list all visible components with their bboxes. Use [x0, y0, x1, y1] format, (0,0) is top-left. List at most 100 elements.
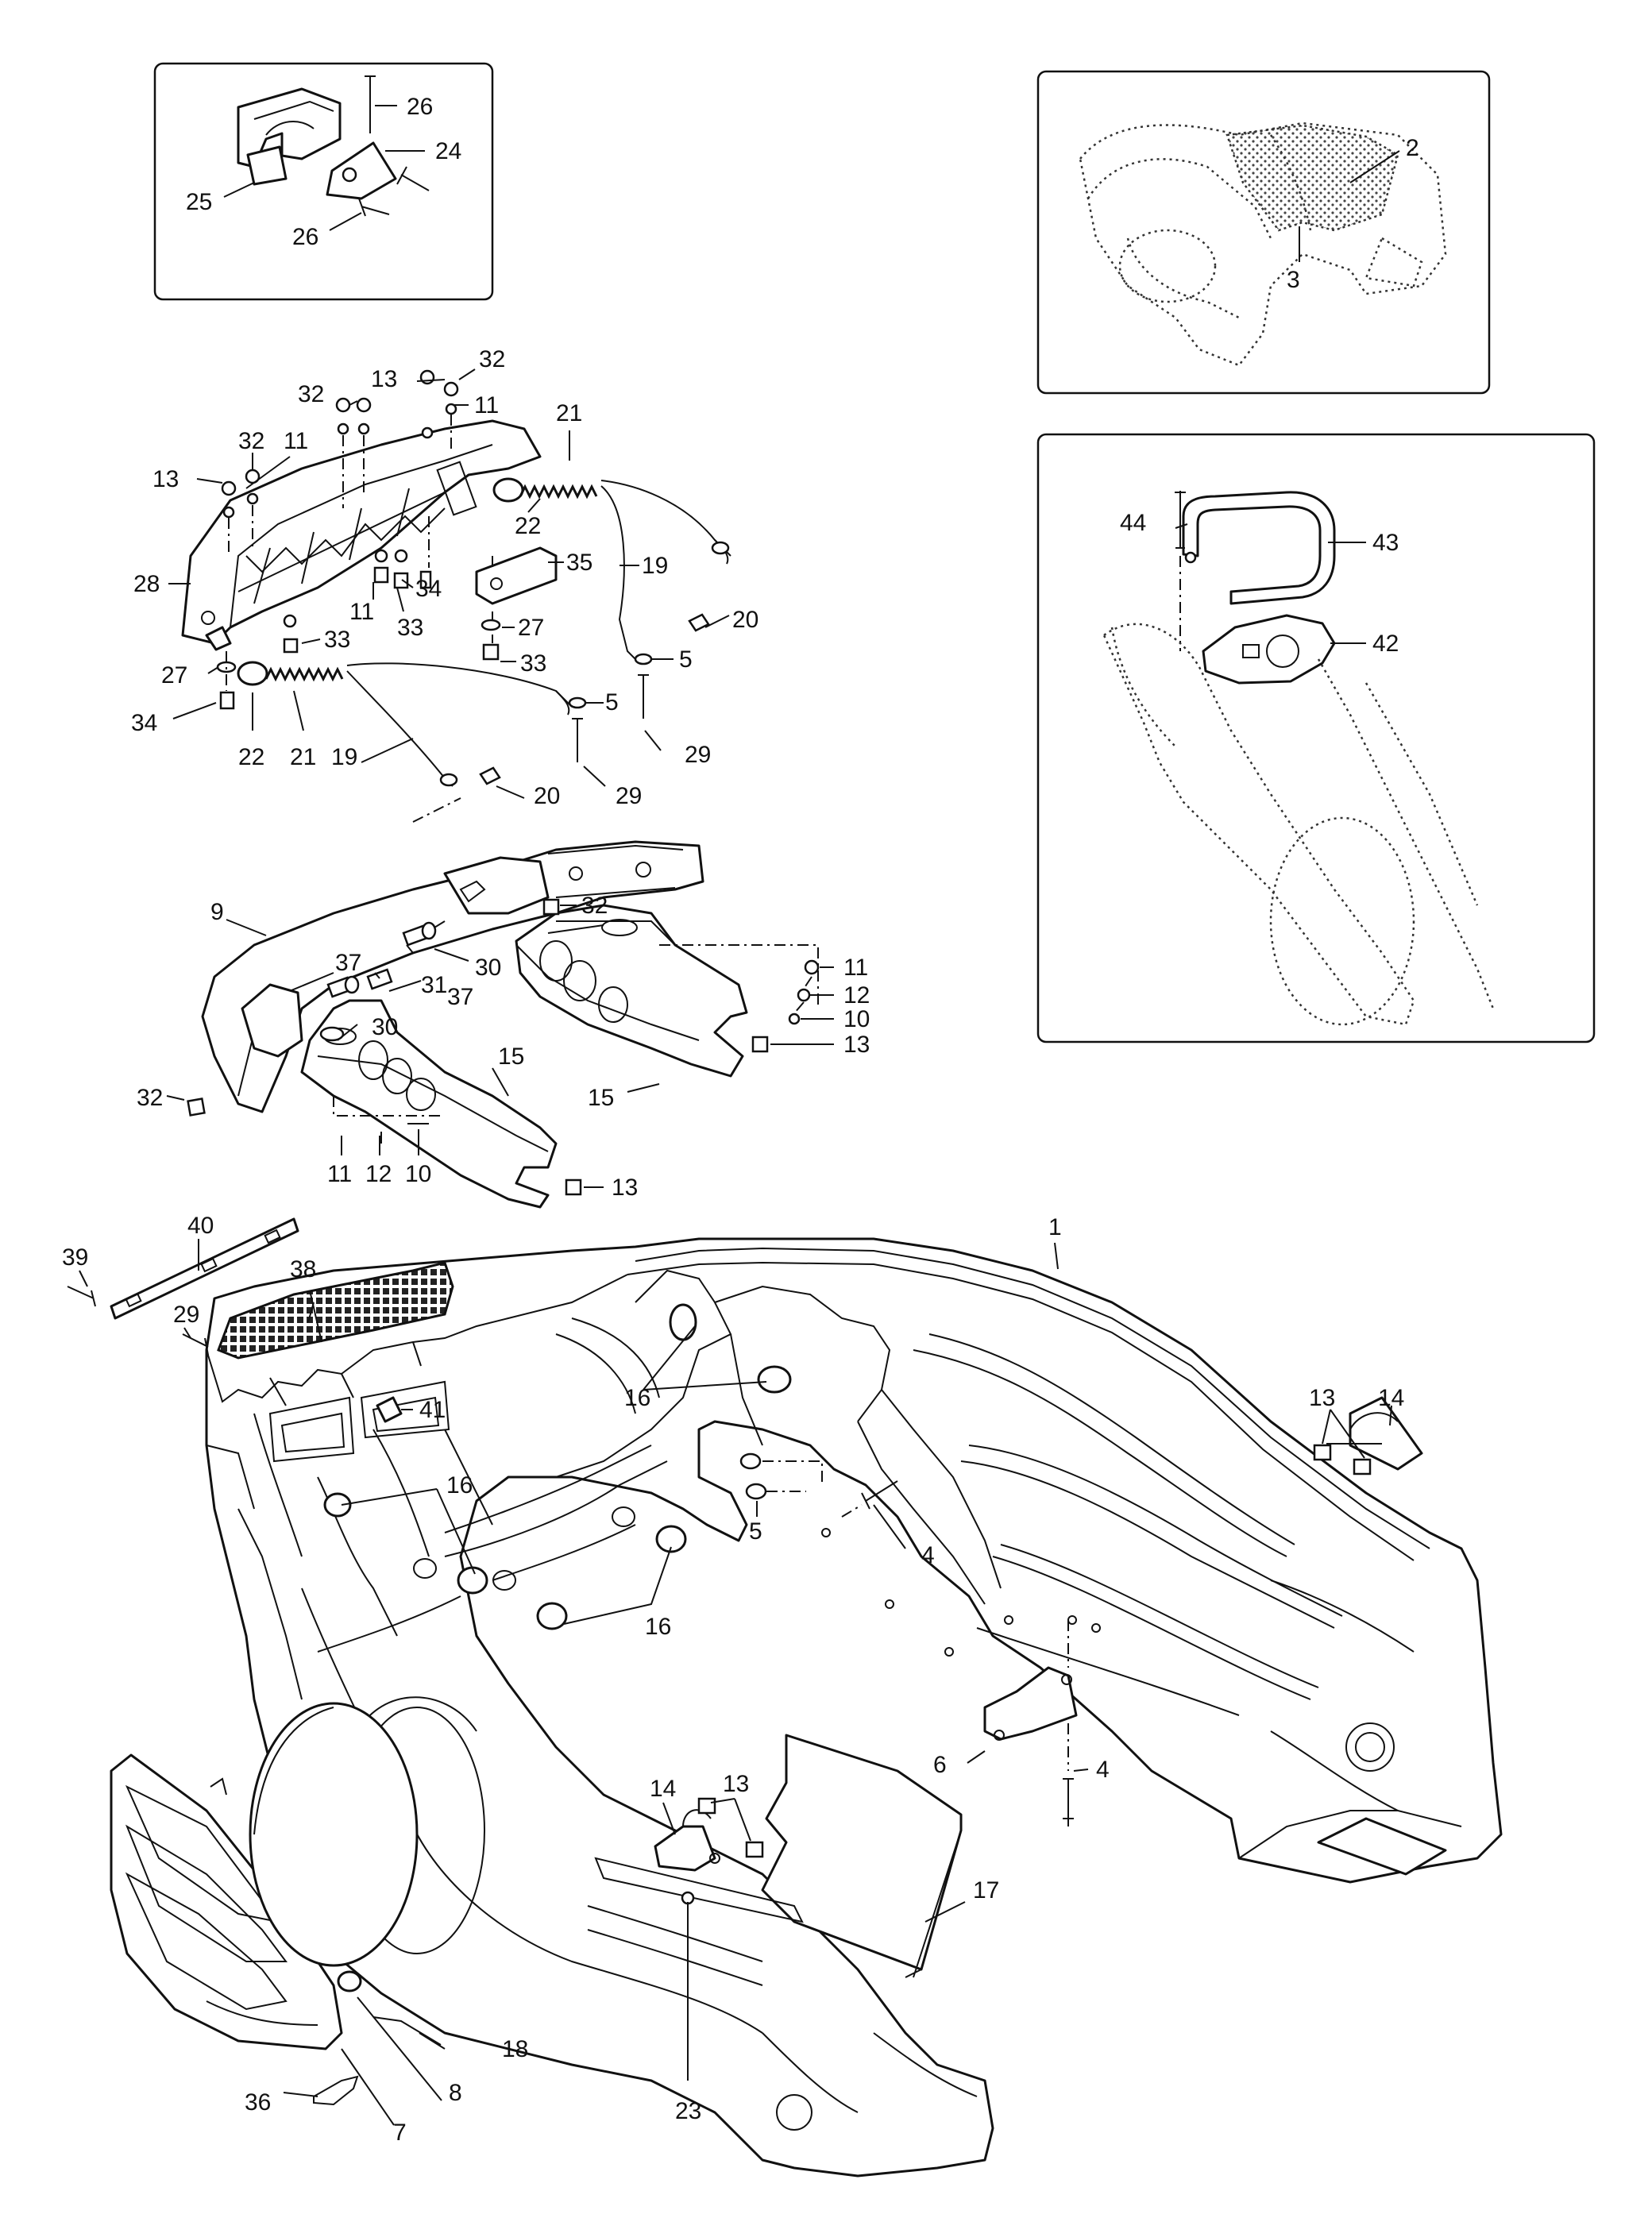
inset-bracket-detail — [153, 62, 494, 301]
callout-5-c: 5 — [749, 1518, 762, 1545]
plate-42 — [1202, 614, 1336, 685]
seal-43 — [1182, 491, 1336, 605]
plug-16-b — [757, 1365, 792, 1394]
callout-8: 8 — [449, 2080, 462, 2106]
mesh-panel-2 — [1225, 124, 1399, 232]
callout-19-b: 19 — [331, 744, 357, 770]
callout-32-b: 32 — [298, 381, 324, 407]
callout-29-a: 29 — [685, 742, 711, 768]
callout-10-a: 10 — [843, 1006, 870, 1032]
callout-15-b: 15 — [588, 1085, 614, 1111]
disc-18 — [249, 1702, 419, 1967]
callout-21-b: 21 — [290, 744, 316, 770]
bottom-pan-assembly — [67, 1217, 1503, 2177]
callout-30-a: 30 — [475, 955, 501, 981]
callout-43: 43 — [1372, 530, 1399, 556]
callout-5-a: 5 — [679, 646, 693, 673]
callout-41: 41 — [419, 1397, 446, 1423]
callout-17: 17 — [973, 1877, 999, 1904]
callout-37-b: 37 — [447, 984, 473, 1010]
bracket-15-right — [515, 904, 748, 1078]
callout-28: 28 — [133, 571, 160, 597]
callout-12-b: 12 — [365, 1161, 392, 1187]
ring-22-lower — [237, 661, 268, 686]
callout-13-b: 13 — [371, 366, 397, 392]
callout-44: 44 — [1120, 510, 1146, 536]
plate-24 — [326, 141, 397, 200]
callout-31: 31 — [421, 972, 447, 998]
callout-22-b: 22 — [238, 744, 264, 770]
inset-mesh-panel-detail — [1036, 70, 1491, 395]
clip-41 — [376, 1396, 403, 1423]
callout-33-c: 33 — [520, 650, 546, 677]
callout-13-d: 13 — [612, 1175, 638, 1201]
callout-32-c: 32 — [479, 346, 505, 372]
side-cover-7 — [110, 1753, 343, 2050]
callout-15-a: 15 — [498, 1043, 524, 1070]
callout-35: 35 — [566, 550, 592, 576]
callout-4-b: 4 — [1096, 1757, 1110, 1783]
panel-17 — [761, 1734, 963, 1971]
bracket-6 — [983, 1666, 1078, 1741]
plug-8 — [337, 1970, 362, 1992]
callout-29-b: 29 — [616, 783, 642, 809]
callout-33-b: 33 — [324, 627, 350, 653]
callout-27-b: 27 — [161, 662, 187, 689]
inset-seal-detail — [1036, 433, 1596, 1043]
callout-5-b: 5 — [605, 689, 619, 716]
inset-frame-b — [1036, 70, 1491, 395]
callout-34-b: 34 — [131, 710, 157, 736]
callout-29-c: 29 — [173, 1302, 199, 1328]
callout-7: 7 — [393, 2120, 407, 2146]
callout-3: 3 — [1287, 267, 1300, 293]
callout-14-b: 14 — [650, 1776, 676, 1802]
bracket-35 — [475, 546, 558, 605]
strip-40 — [110, 1217, 299, 1320]
callout-33-a: 33 — [397, 615, 423, 641]
callout-24: 24 — [435, 138, 461, 164]
bumper-assembly — [166, 840, 834, 1209]
callout-4-a: 4 — [921, 1542, 935, 1568]
plug-16-f — [655, 1525, 687, 1553]
spring-21-upper — [519, 484, 598, 500]
callout-11-a: 11 — [284, 428, 308, 454]
upper-bumper-assembly — [168, 368, 731, 823]
inset-frame-c — [1036, 433, 1596, 1043]
callout-11-b: 11 — [474, 392, 499, 419]
callout-18: 18 — [502, 2036, 528, 2062]
callout-13-c: 13 — [843, 1032, 870, 1058]
callout-30-b: 30 — [372, 1014, 398, 1040]
callout-labels: 26 24 25 26 2 3 44 43 42 13 32 32 11 32 … — [62, 94, 1419, 2146]
callout-19-a: 19 — [642, 553, 668, 579]
plug-16-e — [536, 1602, 568, 1630]
callout-37-a: 37 — [335, 950, 361, 976]
callout-40: 40 — [187, 1213, 214, 1239]
grill-38 — [217, 1261, 454, 1360]
callout-11-c: 11 — [349, 599, 374, 625]
callout-1: 1 — [1048, 1214, 1062, 1240]
callout-6: 6 — [933, 1752, 947, 1778]
callout-23: 23 — [675, 2098, 701, 2124]
plug-16-c — [323, 1492, 352, 1518]
callout-32-e: 32 — [137, 1085, 163, 1111]
cable-19-upper — [600, 480, 731, 557]
plug-16-d — [457, 1566, 488, 1595]
callout-13-e: 13 — [1309, 1385, 1335, 1411]
callout-38: 38 — [290, 1256, 316, 1283]
callout-2: 2 — [1406, 135, 1419, 161]
callout-27-a: 27 — [518, 615, 544, 641]
bracket-15-left — [300, 999, 558, 1209]
clip-36 — [313, 2075, 359, 2106]
callout-16-a: 16 — [624, 1385, 650, 1411]
callout-42: 42 — [1372, 631, 1399, 657]
callout-39: 39 — [62, 1244, 88, 1271]
callout-12-a: 12 — [843, 982, 870, 1009]
callout-22-a: 22 — [515, 513, 541, 539]
callout-32-d: 32 — [581, 893, 608, 919]
callout-9: 9 — [210, 899, 224, 925]
callout-26-top: 26 — [407, 94, 433, 120]
callout-32-a: 32 — [238, 428, 264, 454]
cable-19-lower — [346, 662, 573, 708]
callout-14-a: 14 — [1378, 1385, 1404, 1411]
plug-16-a — [669, 1303, 697, 1341]
